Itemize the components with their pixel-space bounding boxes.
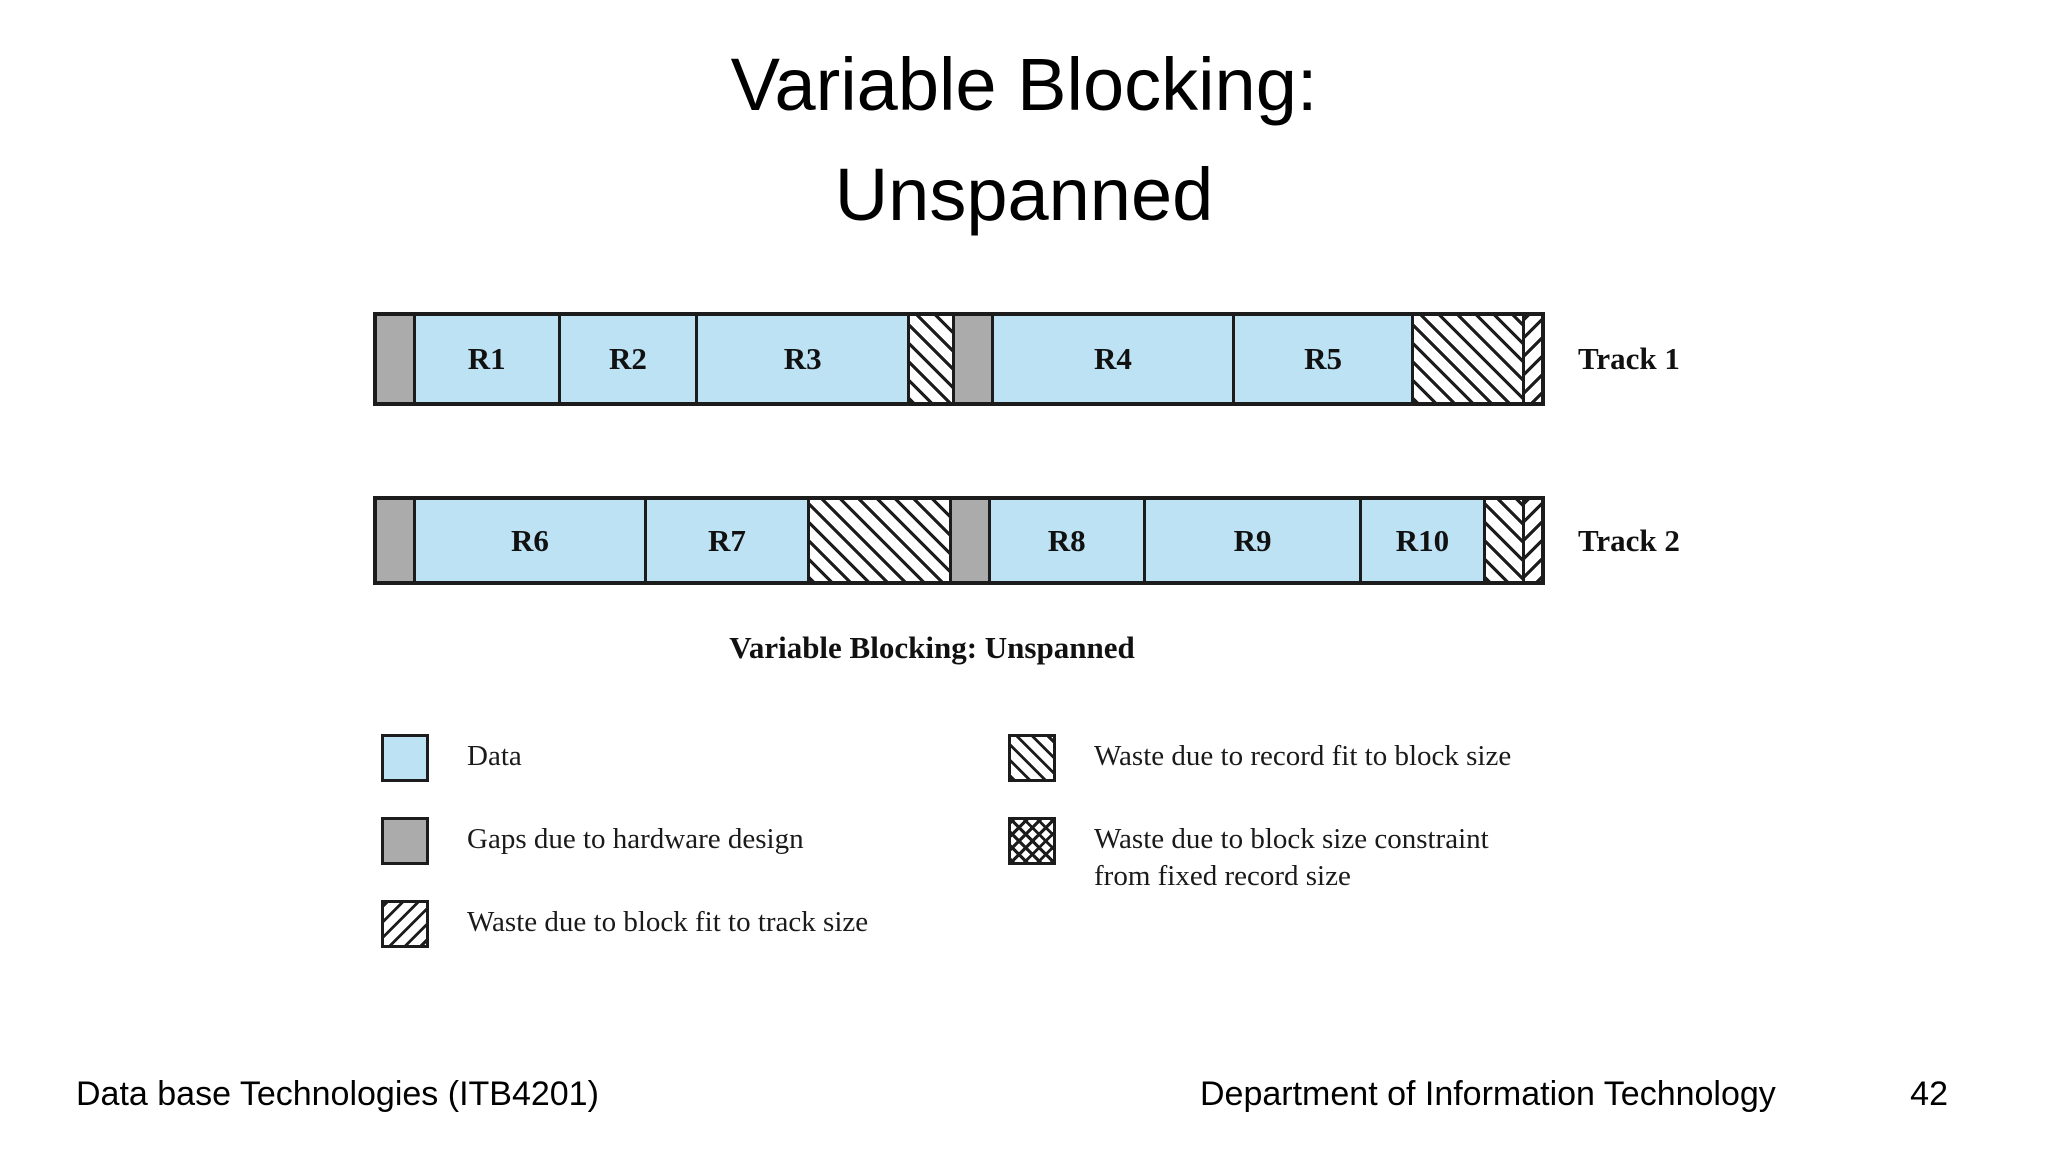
track-1-label: Track 1 [1578, 341, 1680, 376]
track-2-segment-r7: R7 [643, 500, 807, 581]
legend-item-hatch-track: Waste due to block fit to track size [381, 900, 868, 948]
legend-label-line: Waste due to block fit to track size [467, 906, 869, 938]
track-1-segment-r3: R3 [695, 316, 907, 402]
track-2-segment-r9: R9 [1142, 500, 1360, 581]
track-2-segment-r10: R10 [1359, 500, 1483, 581]
legend-label: Waste due to record fit to block size [1094, 734, 1511, 775]
footer-department: Department of Information Technology [1200, 1075, 1776, 1113]
track-2-gap [948, 500, 988, 581]
legend-label-line: Gaps due to hardware design [467, 823, 804, 855]
track-2-waste-record [1482, 500, 1522, 581]
record-label: R8 [1047, 522, 1086, 558]
track-1-segment-r4: R4 [990, 316, 1233, 402]
footer-page-number: 42 [1910, 1075, 1948, 1113]
legend-item-hatch-record: Waste due to record fit to block size [1008, 734, 1511, 782]
track-1-waste-record [906, 316, 952, 402]
track-1-waste-track [1521, 316, 1541, 402]
track-2-bar: R6 R7 R8 R9 R10 [373, 496, 1545, 585]
track-2-label: Track 2 [1578, 522, 1680, 558]
track-2-segment-r6: R6 [412, 500, 644, 581]
record-label: R3 [783, 341, 822, 376]
record-label: R1 [467, 341, 506, 376]
legend-label: Waste due to block fit to track size [467, 900, 868, 941]
legend-item-data: Data [381, 734, 868, 782]
page-title: Variable Blocking: Unspanned [0, 30, 2048, 250]
legend-swatch-crosshatch [1008, 817, 1056, 865]
track-1-segment-r2: R2 [557, 316, 696, 402]
figure-caption: Variable Blocking: Unspanned [729, 630, 1135, 665]
legend-label: Gaps due to hardware design [467, 817, 804, 858]
track-1-gap [951, 316, 991, 402]
track-1-waste-record [1410, 316, 1522, 402]
footer-right: Department of Information Technology 42 [1200, 1075, 1948, 1114]
legend-item-gap: Gaps due to hardware design [381, 817, 868, 865]
record-label: R7 [707, 522, 746, 558]
legend-label: Data [467, 734, 522, 775]
track-2-waste-track [1521, 500, 1542, 581]
track-1-bar: R1 R2 R3 R4 R5 [373, 312, 1545, 406]
track-2-waste-record [806, 500, 949, 581]
legend-label-line: Waste due to block size constraint [1094, 823, 1489, 855]
record-label: R5 [1304, 341, 1342, 376]
legend-swatch-data [381, 734, 429, 782]
record-label: R4 [1093, 341, 1132, 376]
legend-swatch-gap [381, 817, 429, 865]
record-label: R2 [609, 341, 647, 376]
track-1-segment-r1: R1 [412, 316, 558, 402]
legend-label: Waste due to block size constraint from f… [1094, 817, 1489, 895]
record-label: R10 [1395, 522, 1450, 558]
legend-swatch-hatch-track [381, 900, 429, 948]
track-1-segment-r5: R5 [1232, 316, 1411, 402]
legend-label-line: from fixed record size [1094, 860, 1351, 892]
track-2-segment-r8: R8 [987, 500, 1143, 581]
track-1-gap [377, 316, 413, 402]
record-label: R9 [1233, 522, 1272, 558]
track-2-gap [377, 500, 413, 581]
legend-label-line: Data [467, 740, 522, 772]
page-title-line-1: Variable Blocking: [730, 43, 1318, 126]
record-label: R6 [510, 522, 549, 558]
legend-label-line: Waste due to record fit to block size [1094, 740, 1512, 772]
legend-item-crosshatch: Waste due to block size constraint from f… [1008, 817, 1511, 895]
legend-swatch-hatch-record [1008, 734, 1056, 782]
footer-course: Data base Technologies (ITB4201) [76, 1075, 599, 1113]
page-title-line-2: Unspanned [834, 153, 1214, 236]
